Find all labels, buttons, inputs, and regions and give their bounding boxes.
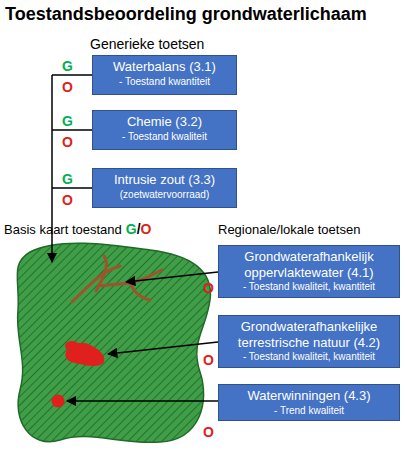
box-heading: Waterbalans (3.1) xyxy=(98,59,231,75)
box-heading: Chemie (3.2) xyxy=(98,114,231,130)
test-box: Intrusie zout (3.3)(zoetwatervoorraad) xyxy=(92,168,237,208)
status-letter: O xyxy=(62,79,73,95)
status-letter: O xyxy=(203,424,214,440)
test-box: Chemie (3.2)- Toestand kwaliteit xyxy=(92,110,237,150)
section-label: Regionale/lokale toetsen xyxy=(218,222,360,237)
status-letter: O xyxy=(203,352,214,368)
leader-arrow xyxy=(67,400,218,402)
status-letter: O xyxy=(203,280,214,296)
diagram-title: Toestandsbeoordeling grondwaterlichaam xyxy=(5,4,367,25)
test-box: Waterbalans (3.1)- Toestand kwantiteit xyxy=(92,55,237,95)
box-subtext: (zoetwatervoorraad) xyxy=(98,189,231,202)
box-heading: Grondwaterafhankelijk oppervlaktewater (… xyxy=(224,249,394,280)
test-box: Grondwaterafhankelijk oppervlaktewater (… xyxy=(218,245,400,298)
status-letter: / xyxy=(137,221,141,237)
box-heading: Grondwaterafhankelijke terrestrische nat… xyxy=(224,319,394,350)
well-field xyxy=(52,395,65,408)
status-letter: O xyxy=(141,221,152,237)
box-subtext: - Trend kwaliteit xyxy=(224,405,394,418)
status-letter: G xyxy=(62,171,73,187)
status-letter: G xyxy=(62,58,73,74)
leader-arrow xyxy=(108,342,218,354)
box-subtext: - Toestand kwaliteit, kwantiteit xyxy=(224,281,394,294)
section-label: Basis kaart toestand xyxy=(4,222,122,237)
status-letter: O xyxy=(62,134,73,150)
test-box: Waterwinningen (4.3)- Trend kwaliteit xyxy=(218,384,400,421)
groundwater-body xyxy=(17,243,210,442)
status-letter: G xyxy=(126,221,137,237)
section-label: Generieke toetsen xyxy=(90,36,204,52)
box-subtext: - Toestand kwantiteit xyxy=(98,76,231,89)
status-letter: O xyxy=(62,192,73,208)
collector-line xyxy=(52,75,92,188)
status-letter: G xyxy=(62,113,73,129)
box-heading: Waterwinningen (4.3) xyxy=(224,388,394,404)
nature-area xyxy=(65,341,79,351)
box-subtext: - Toestand kwaliteit xyxy=(98,131,231,144)
box-heading: Intrusie zout (3.3) xyxy=(98,172,231,188)
box-subtext: - Toestand kwaliteit, kwantiteit xyxy=(224,351,394,364)
test-box: Grondwaterafhankelijke terrestrische nat… xyxy=(218,315,400,368)
